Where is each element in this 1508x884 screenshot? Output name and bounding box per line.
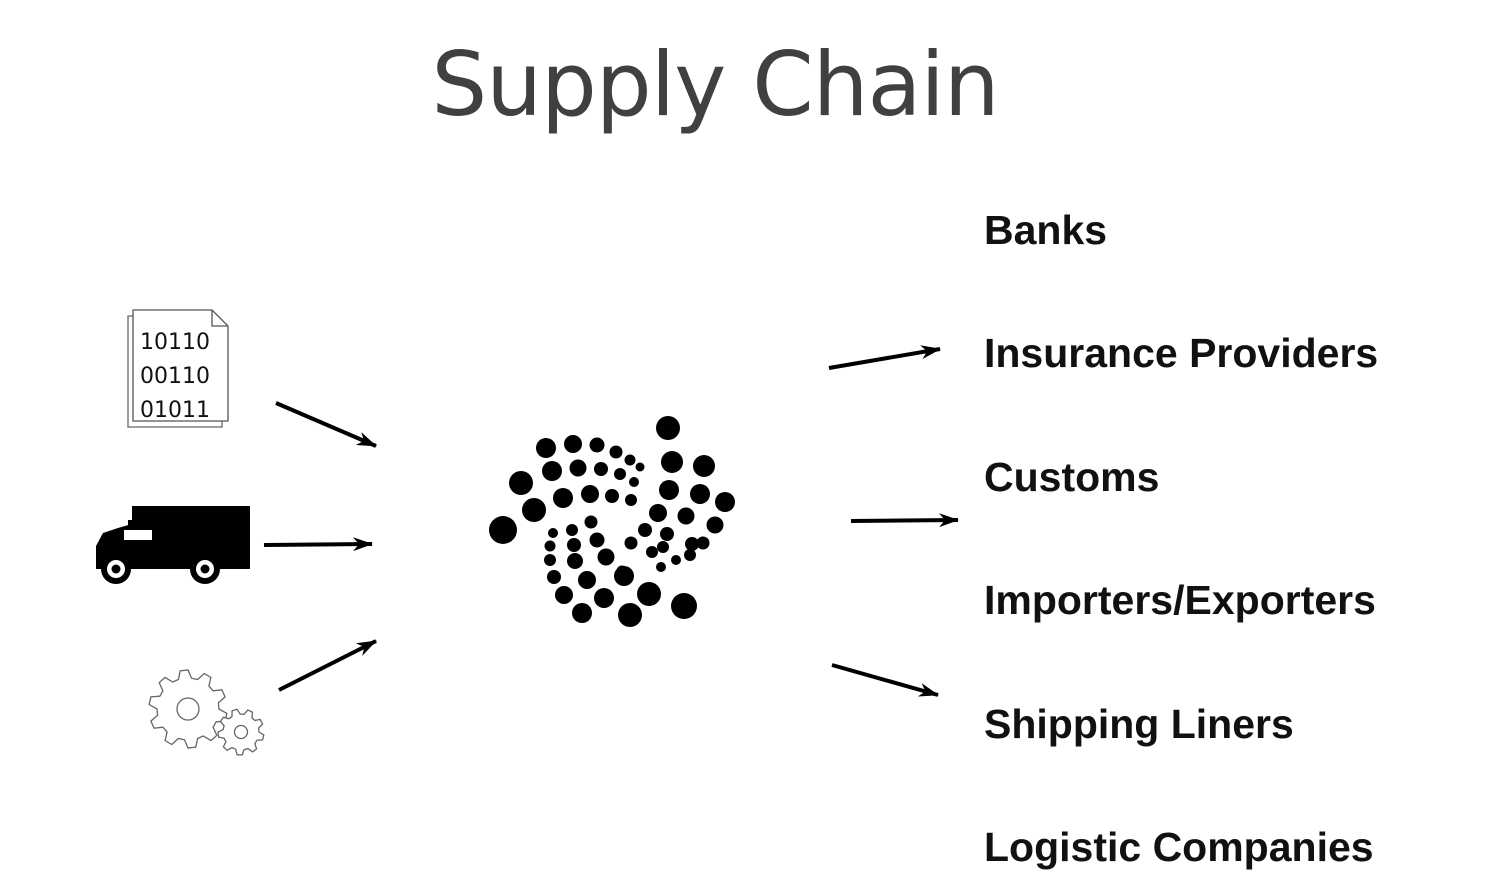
arrow-gears-to-hub [278, 639, 377, 692]
logo-dot [567, 538, 581, 552]
logo-dot [629, 477, 639, 487]
logo-dot [609, 445, 623, 459]
logo-dot [489, 516, 517, 544]
logo-dot [656, 562, 666, 572]
logo-dot [536, 438, 556, 458]
dot-cluster-logo [489, 416, 735, 627]
logo-dot [635, 462, 645, 472]
truck-icon [96, 506, 250, 584]
logo-dot [693, 455, 715, 477]
logo-dot [567, 553, 583, 569]
logo-dot [649, 504, 667, 522]
logo-dot [605, 489, 619, 503]
logo-dot [548, 528, 558, 538]
logo-dot [564, 435, 582, 453]
binary-line-3: 01011 [140, 398, 210, 423]
logo-dot [509, 471, 533, 495]
logo-dot [597, 548, 615, 566]
logo-dot [584, 515, 598, 529]
stakeholder-insurance-providers: Insurance Providers [984, 330, 1379, 376]
logo-dot [624, 536, 638, 550]
logo-dot [522, 498, 546, 522]
logo-dot [555, 586, 573, 604]
logo-dot [661, 451, 683, 473]
logo-dot [547, 570, 561, 584]
logo-dot [638, 523, 652, 537]
arrow-truck-to-hub [263, 537, 373, 552]
logo-dot [542, 461, 562, 481]
logo-dot [581, 485, 599, 503]
stakeholder-customs: Customs [984, 454, 1160, 500]
logo-dot [614, 566, 634, 586]
large-gear-hole [176, 697, 200, 721]
gears-icon [148, 669, 265, 756]
logo-dot [594, 588, 614, 608]
logo-dot [553, 488, 573, 508]
binary-document-icon: 10110 00110 01011 [127, 309, 229, 428]
logo-dot [578, 571, 596, 589]
logo-dot [544, 540, 556, 552]
logo-dot [589, 437, 605, 453]
logo-dot [637, 582, 661, 606]
logo-dot [625, 494, 637, 506]
logo-dot [685, 537, 699, 551]
stakeholder-logistic-companies: Logistic Companies [984, 824, 1374, 870]
logo-dot [572, 603, 592, 623]
stakeholder-shipping-liners: Shipping Liners [984, 701, 1294, 747]
logo-dot [671, 555, 681, 565]
logo-dot [660, 527, 674, 541]
binary-line-1: 10110 [140, 330, 210, 355]
logo-dot [618, 603, 642, 627]
small-gear-hole [233, 724, 249, 740]
logo-dot [656, 416, 680, 440]
logo-dot [690, 484, 710, 504]
slide-title: Supply Chain [431, 33, 999, 136]
logo-dot [566, 524, 578, 536]
stakeholder-importers-exporters: Importers/Exporters [984, 577, 1376, 623]
logo-dot [684, 549, 696, 561]
logo-dot [614, 468, 626, 480]
logo-dot [659, 480, 679, 500]
binary-line-2: 00110 [140, 364, 210, 389]
logo-dot [696, 536, 710, 550]
arrow-hub-to-shipping [831, 663, 939, 697]
logo-dot [594, 462, 608, 476]
logo-dot [624, 454, 636, 466]
arrow-data-to-hub [275, 401, 377, 448]
logo-dot [715, 492, 735, 512]
stakeholder-banks: Banks [984, 207, 1108, 253]
logo-dot [544, 554, 556, 566]
logo-dot [569, 459, 587, 477]
logo-dot [589, 532, 605, 548]
arrow-hub-to-customs [850, 513, 959, 528]
logo-dot [646, 546, 658, 558]
arrow-hub-to-insurance [828, 345, 941, 370]
logo-dot [671, 593, 697, 619]
logo-dot [706, 516, 724, 534]
logo-dot [677, 507, 695, 525]
logo-dot [657, 541, 669, 553]
